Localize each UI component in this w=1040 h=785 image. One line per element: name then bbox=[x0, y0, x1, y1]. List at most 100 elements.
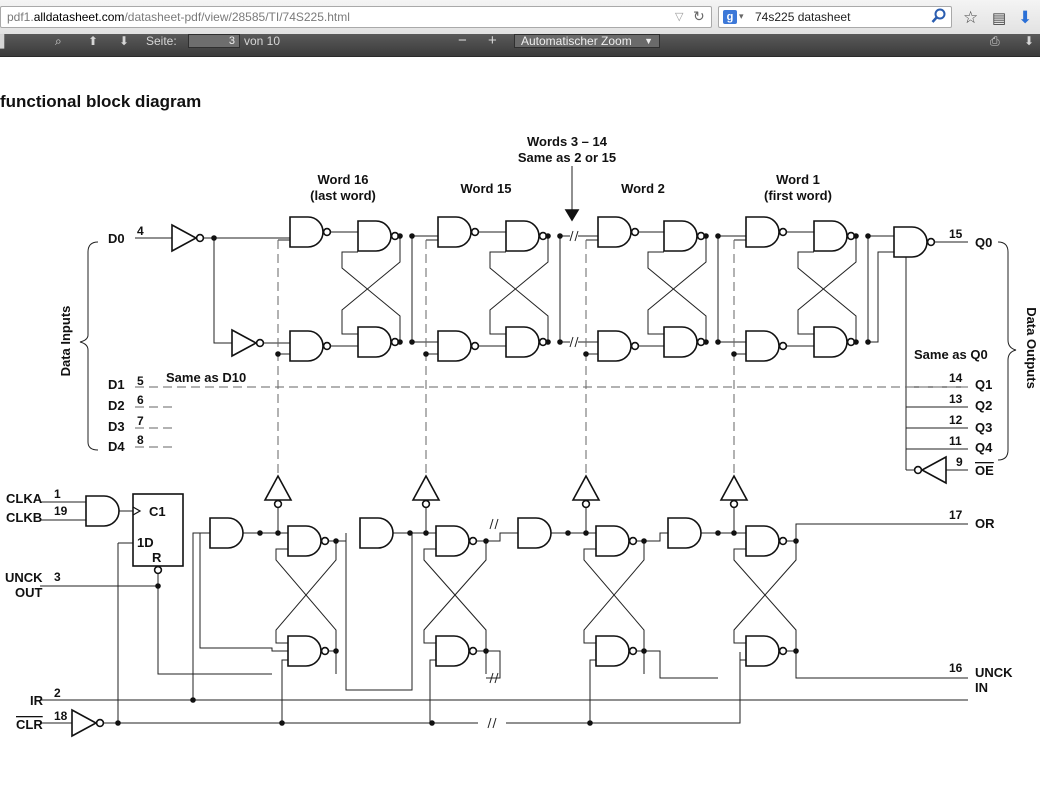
inversion-bubble bbox=[273, 499, 283, 509]
and-gate bbox=[359, 517, 394, 549]
inversion-bubble bbox=[729, 499, 739, 509]
junction-dot bbox=[279, 720, 285, 726]
junction-dot bbox=[423, 351, 429, 357]
dashed-bus bbox=[135, 240, 968, 476]
previous-page-icon[interactable]: ⬆ bbox=[88, 34, 99, 48]
nand-gate bbox=[745, 525, 780, 557]
d2-pin: 6 bbox=[137, 393, 144, 407]
next-page-icon[interactable]: ⬇ bbox=[119, 34, 130, 48]
wire bbox=[275, 541, 337, 644]
junction-dot bbox=[731, 351, 737, 357]
junction-dot bbox=[641, 648, 647, 654]
save-icon[interactable]: ⬇ bbox=[1024, 34, 1035, 48]
zoom-select[interactable]: Automatischer Zoom▼ bbox=[514, 34, 660, 48]
nand-gate bbox=[813, 326, 848, 358]
wire bbox=[739, 659, 746, 723]
bookmark-star-icon[interactable]: ☆ bbox=[963, 8, 979, 27]
junction-dot bbox=[429, 720, 435, 726]
nand-gate bbox=[745, 330, 780, 362]
wire bbox=[423, 548, 487, 651]
d3-pin: 7 bbox=[137, 414, 144, 428]
unck-in-label-line1: UNCK bbox=[975, 665, 1013, 680]
nand-gate bbox=[597, 216, 632, 248]
nand-gate bbox=[289, 216, 324, 248]
and-gate bbox=[209, 517, 244, 549]
search-input[interactable]: 74s225 datasheet bbox=[755, 10, 851, 24]
reading-list-icon[interactable]: ▤ bbox=[992, 10, 1007, 27]
word1-label-line1: Word 1 bbox=[776, 172, 820, 187]
junction-dot bbox=[731, 530, 737, 536]
find-icon[interactable]: ⌕ bbox=[55, 34, 62, 48]
inversion-bubble bbox=[581, 499, 591, 509]
inversion-bubble bbox=[778, 646, 788, 656]
wire bbox=[281, 659, 288, 723]
browser-toolbar: pdf1.alldatasheet.com/datasheet-pdf/view… bbox=[0, 0, 1040, 35]
nand-gate bbox=[745, 635, 780, 667]
wire bbox=[423, 541, 487, 644]
q0-label: Q0 bbox=[975, 235, 992, 250]
d4-label: D4 bbox=[108, 439, 125, 454]
word16-label-line1: Word 16 bbox=[317, 172, 368, 187]
address-bar[interactable]: pdf1.alldatasheet.com/datasheet-pdf/view… bbox=[0, 6, 712, 28]
junction-dot bbox=[407, 530, 413, 536]
wire bbox=[644, 650, 718, 679]
nand-gate bbox=[663, 220, 698, 252]
nand-gate bbox=[437, 216, 472, 248]
junction-dot bbox=[641, 538, 647, 544]
wire bbox=[589, 659, 596, 723]
junction-dot bbox=[715, 339, 721, 345]
junction-dot bbox=[583, 351, 589, 357]
data-inputs-label: Data Inputs bbox=[58, 306, 73, 377]
junction-dot bbox=[715, 233, 721, 239]
ir-label: IR bbox=[30, 693, 44, 708]
page-number-input[interactable]: 3 bbox=[188, 34, 240, 48]
inversion-bubble bbox=[913, 465, 923, 475]
unck-out-pin: 3 bbox=[54, 570, 61, 584]
sidebar-toggle-icon[interactable]: ▌ bbox=[0, 34, 9, 48]
ff-r-label: R bbox=[152, 550, 162, 565]
control-flip-flop bbox=[132, 493, 184, 567]
inverter-buffer bbox=[71, 708, 98, 738]
junction-dot bbox=[853, 339, 859, 345]
clka-label: CLKA bbox=[6, 491, 43, 506]
search-bar[interactable]: g ▾ 74s225 datasheet bbox=[718, 6, 952, 28]
arrow-marker bbox=[564, 209, 580, 222]
print-icon[interactable]: ⎙ bbox=[990, 34, 1000, 48]
zoom-out-button[interactable]: − bbox=[458, 32, 467, 49]
wire bbox=[275, 548, 337, 651]
inverter-buffer bbox=[231, 328, 258, 358]
junction-dot bbox=[715, 530, 721, 536]
engine-dropdown-icon[interactable]: ▾ bbox=[739, 11, 744, 21]
page-label: Seite: bbox=[146, 34, 177, 48]
wire bbox=[795, 651, 968, 679]
gates bbox=[71, 209, 947, 738]
junctions bbox=[115, 233, 871, 726]
q1-pin: 14 bbox=[949, 371, 963, 385]
diagram-heading: functional block diagram bbox=[0, 92, 202, 111]
inversion-bubble bbox=[153, 565, 163, 575]
break-mark bbox=[489, 518, 499, 530]
unck-out-label-line2: OUT bbox=[15, 585, 43, 600]
google-icon[interactable]: g bbox=[723, 10, 737, 24]
d0-pin: 4 bbox=[137, 224, 144, 238]
history-dropdown-icon[interactable]: ▽ bbox=[675, 11, 684, 23]
junction-dot bbox=[483, 648, 489, 654]
oe-label: OE bbox=[975, 463, 994, 478]
junction-dot bbox=[397, 339, 403, 345]
driver-buffer bbox=[263, 474, 293, 501]
inversion-bubble bbox=[322, 227, 332, 237]
reload-icon[interactable]: ↻ bbox=[693, 8, 705, 24]
word1-label-line2: (first word) bbox=[764, 188, 832, 203]
search-icon[interactable] bbox=[931, 8, 947, 24]
wire bbox=[157, 586, 272, 675]
nand-gate bbox=[595, 635, 630, 667]
inversion-bubble bbox=[630, 227, 640, 237]
zoom-in-button[interactable]: + bbox=[488, 32, 497, 49]
inversion-bubble bbox=[470, 227, 480, 237]
junction-dot bbox=[583, 530, 589, 536]
download-arrow-icon[interactable]: ⬇ bbox=[1018, 8, 1033, 27]
junction-dot bbox=[333, 648, 339, 654]
wire bbox=[733, 541, 797, 644]
ff-c1-label: C1 bbox=[149, 504, 166, 519]
inversion-bubble bbox=[926, 237, 936, 247]
